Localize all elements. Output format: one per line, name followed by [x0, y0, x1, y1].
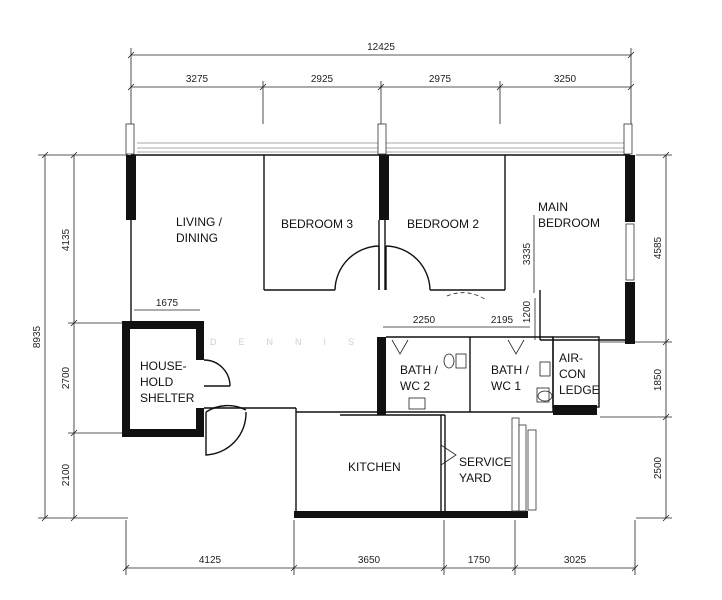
dim-overall-top: 12425: [367, 42, 395, 53]
label-bath-wc1-line1: BATH /: [491, 363, 529, 377]
label-bath-wc2-line2: WC 2: [400, 379, 430, 393]
dim-bottom-4: 3025: [564, 555, 587, 566]
label-main-bedroom-line2: BEDROOM: [538, 216, 600, 230]
label-aircon-ledge-line3: LEDGE: [559, 383, 600, 397]
dim-bath1-width: 2195: [491, 315, 514, 326]
label-living-dining-line1: LIVING /: [176, 215, 223, 229]
label-service-yard-line2: YARD: [459, 471, 492, 485]
room-labels: LIVING / DINING BEDROOM 3 BEDROOM 2 MAIN…: [140, 200, 600, 485]
dim-left-1: 4135: [61, 228, 72, 251]
dim-bath1-depth: 1200: [522, 300, 533, 323]
dim-bottom-2: 3650: [358, 555, 381, 566]
dim-left-2: 2700: [61, 366, 72, 389]
top-windows: [125, 123, 633, 155]
label-bath-wc1-line2: WC 1: [491, 379, 521, 393]
dimension-lines: [38, 48, 672, 575]
label-bath-wc2-line1: BATH /: [400, 363, 438, 377]
label-living-dining-line2: DINING: [176, 231, 218, 245]
dim-right-2: 1850: [653, 368, 664, 391]
label-main-bedroom-line1: MAIN: [538, 200, 568, 214]
dim-right-3: 2500: [653, 456, 664, 479]
dim-bottom-1: 4125: [199, 555, 222, 566]
dim-shelter-width: 1675: [156, 298, 179, 309]
label-kitchen: KITCHEN: [348, 460, 401, 474]
dim-top-3: 2975: [429, 74, 452, 85]
dim-top-1: 3275: [186, 74, 209, 85]
label-shelter-line1: HOUSE-: [140, 359, 187, 373]
dim-right-1: 4585: [653, 236, 664, 259]
watermark: DENNIS: [210, 337, 376, 347]
label-service-yard-line1: SERVICE: [459, 455, 511, 469]
dim-left-3: 2100: [61, 463, 72, 486]
dimension-labels: 12425 3275 2925 2975 3250 8935 4135 2700…: [32, 42, 664, 566]
label-aircon-ledge-line2: CON: [559, 367, 586, 381]
dim-main-bedroom-depth: 3335: [522, 242, 533, 265]
dim-top-4: 3250: [554, 74, 577, 85]
label-shelter-line2: HOLD: [140, 375, 174, 389]
label-bedroom-3: BEDROOM 3: [281, 217, 353, 231]
label-shelter-line3: SHELTER: [140, 391, 195, 405]
label-aircon-ledge-line1: AIR-: [559, 351, 583, 365]
dim-bottom-3: 1750: [468, 555, 491, 566]
dim-top-2: 2925: [311, 74, 334, 85]
dim-bath2-width: 2250: [413, 315, 436, 326]
label-bedroom-2: BEDROOM 2: [407, 217, 479, 231]
walls: [122, 154, 635, 518]
dim-left-total: 8935: [32, 325, 43, 348]
